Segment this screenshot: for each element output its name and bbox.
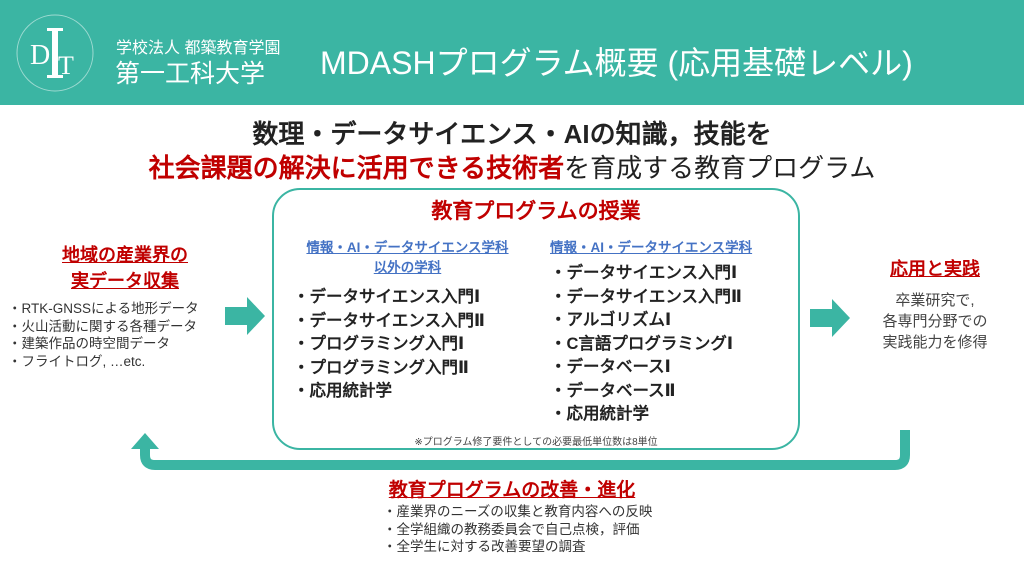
data-item: ・火山活動に関する各種データ xyxy=(8,318,197,334)
course-item: ・データサイエンス入門Ⅱ xyxy=(293,311,485,330)
svg-text:D: D xyxy=(30,40,50,71)
improvement-item: ・全学組織の教務委員会で自己点検，評価 xyxy=(383,521,640,537)
data-item: ・建築作品の時空間データ xyxy=(8,336,170,351)
practice-line: 各専門分野での xyxy=(882,313,988,330)
course-item: ・プログラミング入門Ⅱ xyxy=(293,358,469,377)
practice-heading: 応用と実践 xyxy=(890,259,980,279)
right-arrow-icon xyxy=(225,297,265,335)
improvement-heading-wrap: 教育プログラムの改善・進化 xyxy=(0,478,1024,504)
slide-title: MDASHプログラム概要 (応用基礎レベル) xyxy=(320,45,913,81)
data-collection-heading: 地域の産業界の xyxy=(62,245,188,265)
practice-line: 実践能力を修得 xyxy=(882,334,988,351)
courses-right-column: 情報・AI・データサイエンス学科 ・データサイエンス入門Ⅰ ・データサイエンス入… xyxy=(550,236,790,427)
dept-label: 情報・AI・データサイエンス学科 xyxy=(550,240,753,255)
course-item: ・プログラミング入門Ⅰ xyxy=(293,335,465,353)
lead-highlight: 社会課題の解決に活用できる技術者 xyxy=(148,153,565,183)
lead-rest: を育成する教育プログラム xyxy=(564,153,876,183)
course-item: ・データベースⅡ xyxy=(550,381,676,400)
university-name: 第一工科大学 xyxy=(115,60,266,88)
course-item: ・データサイエンス入門Ⅰ xyxy=(293,288,481,306)
improvement-item: ・全学生に対する改善要望の調査 xyxy=(383,539,586,554)
organization-name: 学校法人 都築教育学園 xyxy=(116,40,281,57)
course-item: ・応用統計学 xyxy=(550,405,649,423)
university-logo: D T xyxy=(16,14,94,92)
dept-label: 情報・AI・データサイエンス学科 xyxy=(306,240,509,255)
lead-line-2: 社会課題の解決に活用できる技術者を育成する教育プログラム xyxy=(0,148,1024,185)
practice-line: 卒業研究で, xyxy=(895,292,975,309)
practice-section: 応用と実践 卒業研究で, 各専門分野での 実践能力を修得 xyxy=(855,256,1015,353)
courses-left-column: 情報・AI・データサイエンス学科 以外の学科 ・データサイエンス入門Ⅰ ・データ… xyxy=(285,236,530,404)
data-item: ・フライトログ, …etc. xyxy=(8,353,146,369)
course-item: ・データサイエンス入門Ⅰ xyxy=(550,264,738,282)
data-collection-section: 地域の産業界の 実データ収集 ・RTK-GNSSによる地形データ ・火山活動に関… xyxy=(0,242,250,370)
header-band xyxy=(0,0,1024,105)
right-arrow-icon xyxy=(810,299,850,337)
courses-title: 教育プログラムの授業 xyxy=(431,200,641,223)
course-item: ・データサイエンス入門Ⅱ xyxy=(550,287,742,306)
course-item: ・C言語プログラミングⅠ xyxy=(550,334,734,353)
improvement-list: ・産業界のニーズの収集と教育内容への反映 ・全学組織の教務委員会で自己点検，評価… xyxy=(383,503,652,556)
svg-text:T: T xyxy=(58,51,74,80)
requirement-note: ※プログラム修了要件としての必要最低単位数は8単位 xyxy=(414,437,658,448)
course-item: ・応用統計学 xyxy=(293,382,392,400)
dept-label: 以外の学科 xyxy=(373,260,442,275)
course-item: ・データベースⅠ xyxy=(550,358,671,376)
improvement-heading: 教育プログラムの改善・進化 xyxy=(388,480,636,501)
feedback-loop-arrow-icon xyxy=(131,430,910,470)
lead-line-1: 数理・データサイエンス・AIの知識，技能を xyxy=(252,119,772,149)
data-item: ・RTK-GNSSによる地形データ xyxy=(8,301,199,316)
course-item: ・アルゴリズムⅠ xyxy=(550,311,672,329)
courses-box xyxy=(272,188,800,450)
data-collection-heading: 実データ収集 xyxy=(71,271,179,291)
improvement-item: ・産業界のニーズの収集と教育内容への反映 xyxy=(383,504,653,519)
